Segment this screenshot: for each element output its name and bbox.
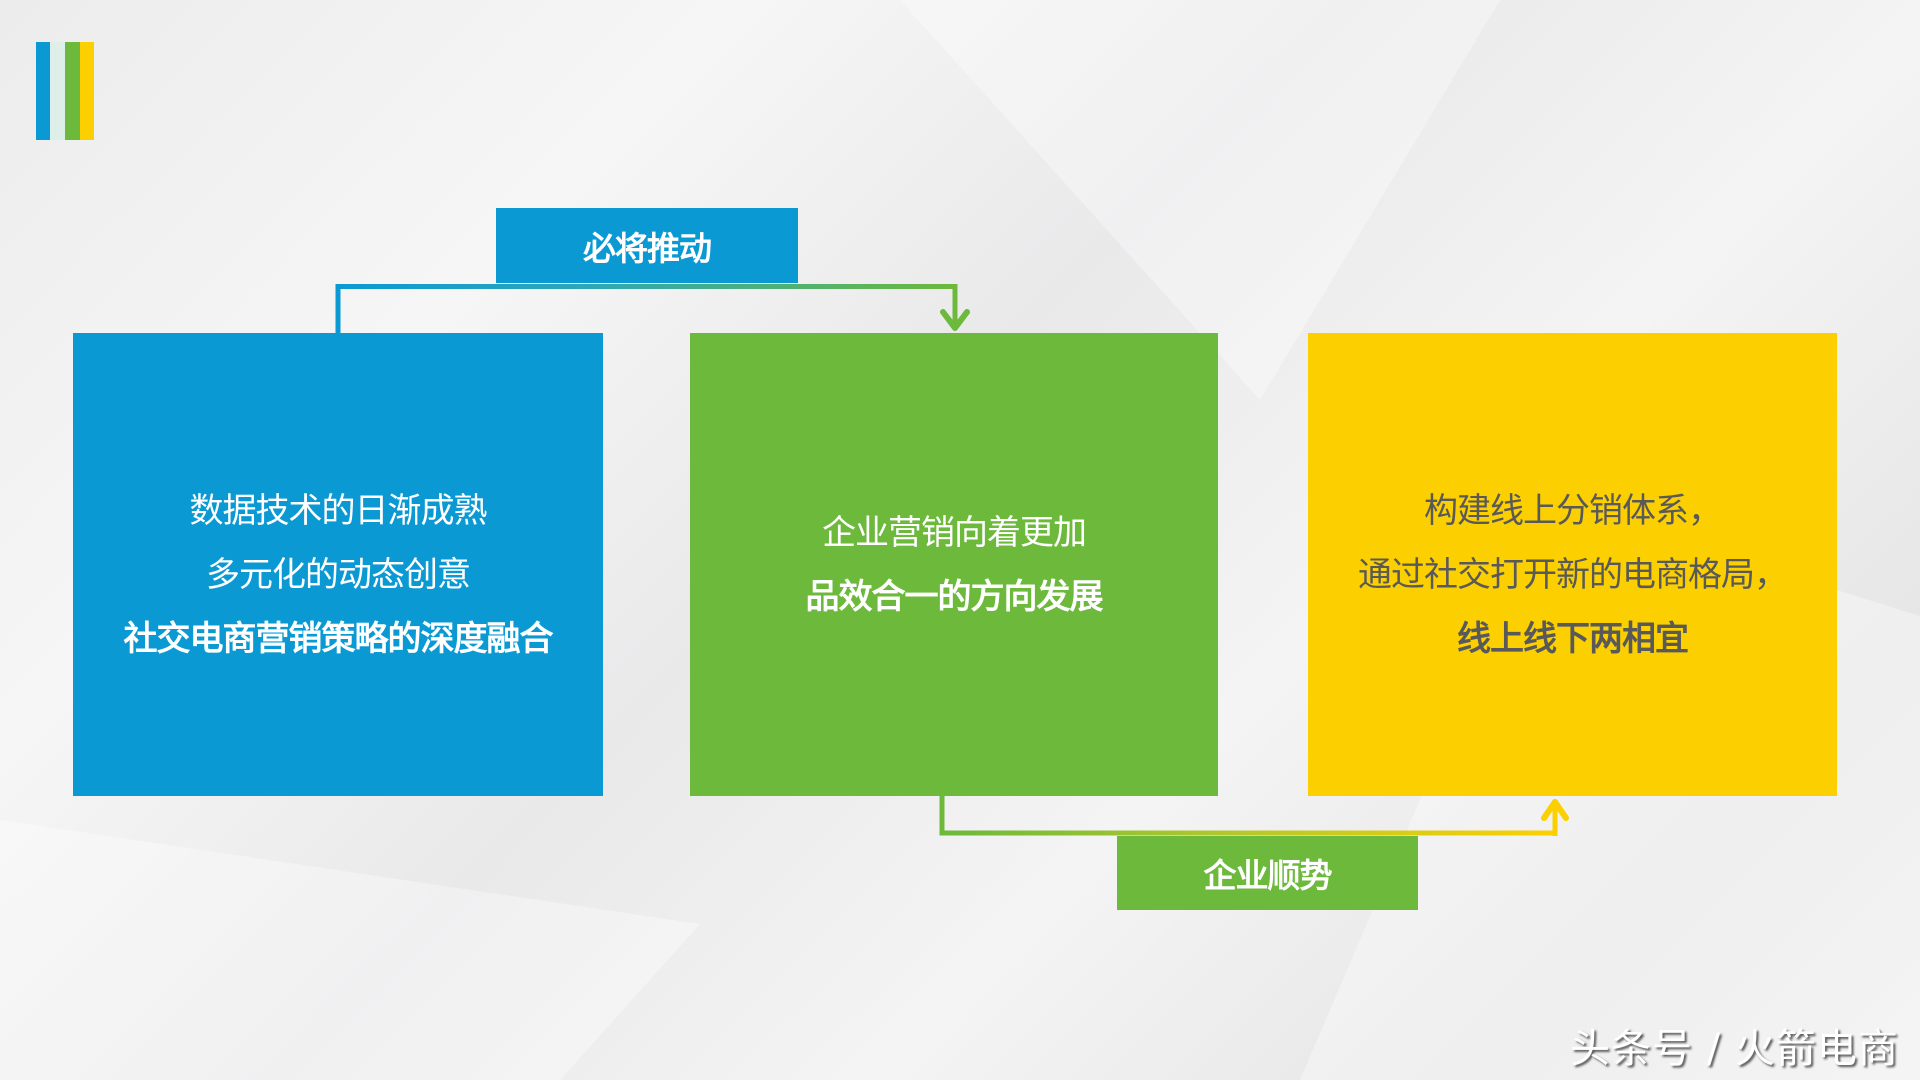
- watermark: 头条号 / 火箭电商: [1570, 1026, 1899, 1072]
- logo-bars: [36, 42, 94, 140]
- box-3-line-3: 线上线下两相宜: [1457, 618, 1689, 659]
- bottom-tag-follow: 企业顺势: [1117, 836, 1418, 910]
- box-3-line-1: 构建线上分销体系，: [1424, 490, 1722, 531]
- top-tag-label: 必将推动: [583, 228, 712, 268]
- box-2-line-2: 品效合一的方向发展: [805, 576, 1104, 617]
- box-3-line-2: 通过社交打开新的电商格局，: [1358, 554, 1788, 595]
- box-1-line-1: 数据技术的日渐成熟: [189, 490, 488, 531]
- box-online-distribution: 构建线上分销体系， 通过社交打开新的电商格局， 线上线下两相宜: [1308, 333, 1837, 796]
- logo-bar-blue: [36, 42, 50, 140]
- logo-bar-yellow: [80, 42, 94, 140]
- background-facet: [0, 820, 700, 1080]
- logo-bar-pale: [50, 42, 65, 140]
- box-enterprise-marketing: 企业营销向着更加 品效合一的方向发展: [690, 333, 1218, 796]
- box-1-line-2: 多元化的动态创意: [206, 554, 471, 595]
- logo-bar-green: [65, 42, 80, 140]
- top-arrow-connector: [335, 284, 970, 333]
- box-2-line-1: 企业营销向着更加: [822, 512, 1087, 553]
- top-tag-push: 必将推动: [496, 208, 798, 283]
- box-data-technology: 数据技术的日渐成熟 多元化的动态创意 社交电商营销策略的深度融合: [73, 333, 603, 796]
- bottom-tag-label: 企业顺势: [1203, 856, 1333, 895]
- box-1-line-3: 社交电商营销策略的深度融合: [123, 618, 554, 659]
